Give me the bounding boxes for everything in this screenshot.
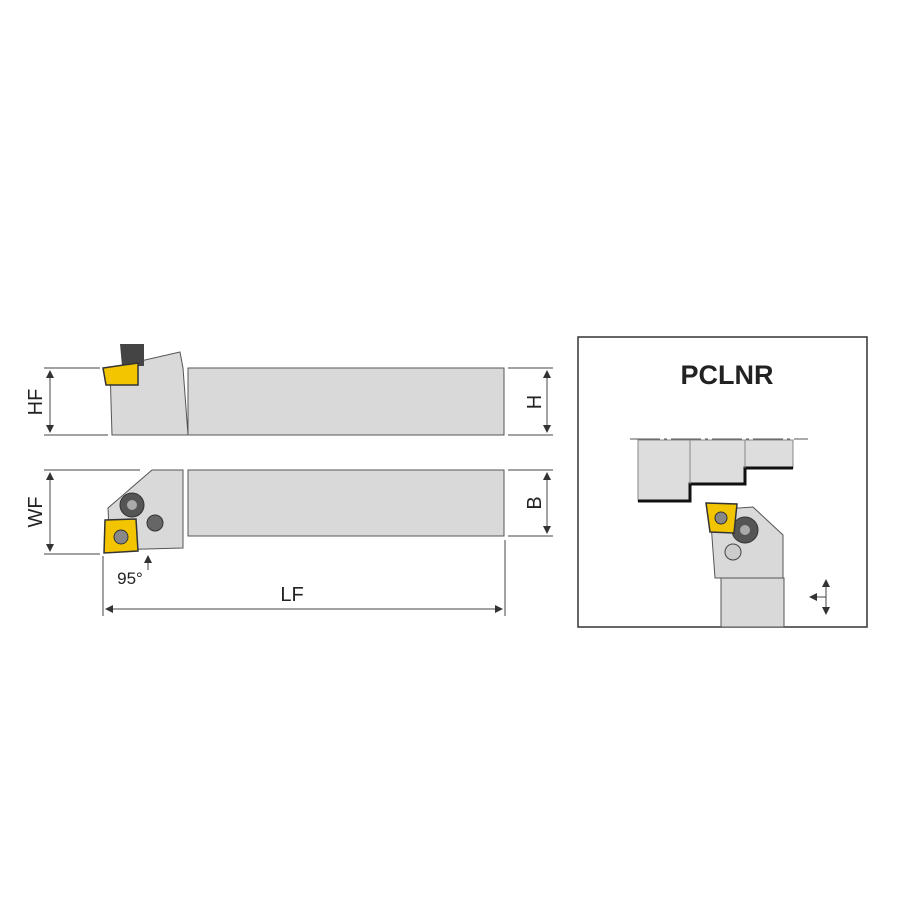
shank-side (187, 367, 505, 436)
hf-label: HF (25, 389, 47, 416)
insert-side-icon (102, 362, 139, 386)
inset-title: PCLNR (681, 360, 774, 390)
head-side (109, 351, 189, 436)
top-view: WF B LF 95° (25, 469, 553, 616)
b-label: B (524, 496, 546, 509)
h-label: H (524, 395, 546, 409)
inset-shank (720, 577, 785, 628)
shank-top (187, 469, 505, 537)
hex-screw-icon (146, 514, 164, 532)
angle-label: 95° (117, 569, 143, 588)
clamp-side-icon (120, 344, 144, 366)
inset-hex-screw-icon (724, 543, 742, 561)
lf-label: LF (280, 584, 303, 606)
side-view: HF H (25, 344, 553, 436)
wf-label: WF (25, 496, 47, 527)
application-inset: PCLNR (577, 336, 868, 628)
